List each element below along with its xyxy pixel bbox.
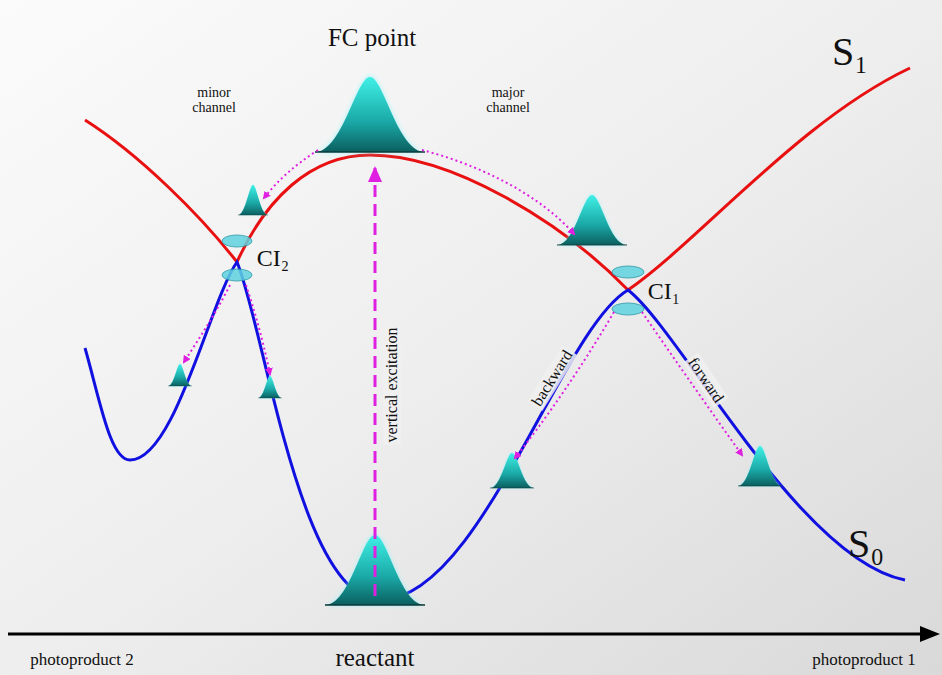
s0-curve: [85, 262, 905, 600]
ci-label: CI₂: [257, 245, 289, 271]
ci-cones: [222, 235, 644, 315]
s1-curve: [85, 68, 910, 290]
channel-label: major channel: [473, 85, 543, 116]
state-label: S₀: [848, 522, 884, 566]
axis-label: vertical excitation: [383, 325, 401, 444]
product-label: photoproduct 2: [30, 651, 133, 670]
wavepackets: [168, 77, 782, 605]
reactant-label: reactant: [335, 645, 414, 673]
state-label: S₁: [832, 30, 868, 74]
vertical-excitation-arrow: [374, 168, 377, 596]
ci-label: CI₁: [648, 278, 680, 304]
reaction-axis: [8, 626, 940, 642]
channel-label: minor channel: [179, 85, 249, 116]
product-label: photoproduct 1: [812, 651, 915, 670]
pathway-arrows: [184, 150, 742, 458]
fc-point-label: FC point: [327, 24, 417, 52]
